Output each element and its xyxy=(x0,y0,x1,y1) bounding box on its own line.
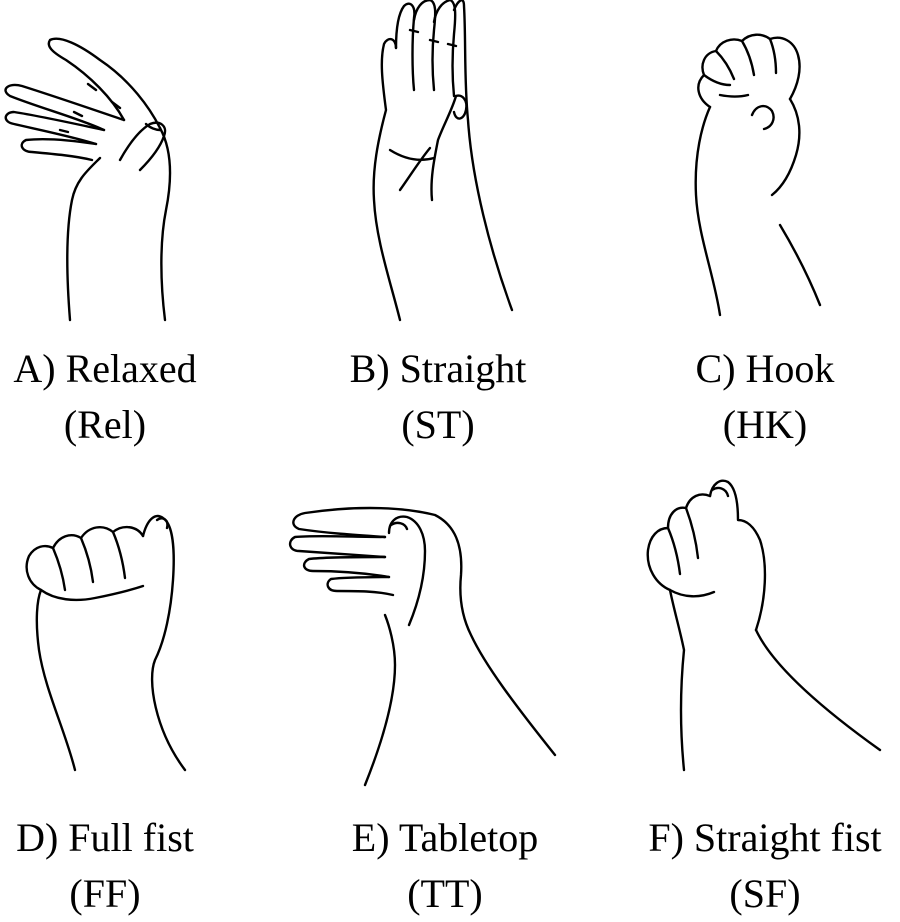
tabletop-hand-icon xyxy=(285,505,565,787)
caption-straight: B) Straight (ST) xyxy=(288,341,588,453)
caption-label: A) Relaxed xyxy=(13,346,197,391)
caption-hook: C) Hook (HK) xyxy=(615,341,900,453)
straight-hand-icon xyxy=(360,0,530,322)
full-fist-hand-icon xyxy=(15,510,205,780)
caption-abbrev: (Rel) xyxy=(63,402,147,447)
straight-fist-hand-icon xyxy=(640,479,890,772)
caption-abbrev: (TT) xyxy=(407,871,483,916)
caption-abbrev: (ST) xyxy=(401,402,475,447)
caption-label: B) Straight xyxy=(349,346,527,391)
caption-abbrev: (HK) xyxy=(722,402,808,447)
caption-abbrev: (SF) xyxy=(729,871,801,916)
caption-straight-fist: F) Straight fist (SF) xyxy=(615,810,900,922)
caption-label: F) Straight fist xyxy=(648,815,882,860)
caption-label: C) Hook xyxy=(695,346,835,391)
caption-relaxed: A) Relaxed (Rel) xyxy=(0,341,255,453)
caption-tabletop: E) Tabletop (TT) xyxy=(295,810,595,922)
caption-label: D) Full fist xyxy=(16,815,194,860)
caption-label: E) Tabletop xyxy=(351,815,539,860)
relaxed-hand-icon xyxy=(0,20,200,322)
caption-full-fist: D) Full fist (FF) xyxy=(0,810,255,922)
hook-hand-icon xyxy=(690,25,850,317)
caption-abbrev: (FF) xyxy=(69,871,141,916)
